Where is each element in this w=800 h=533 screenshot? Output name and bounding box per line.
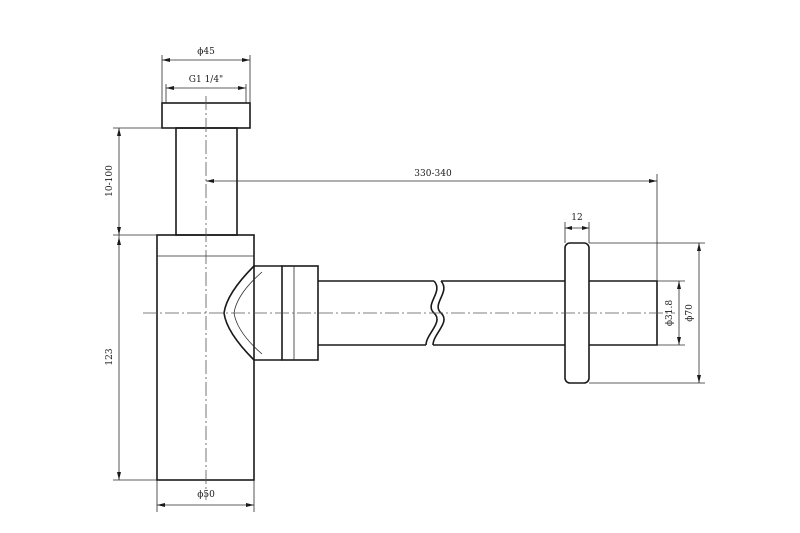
dimension-lines xyxy=(113,55,705,512)
dimension-labels: ϕ45 G1 1/4" ϕ50 330-340 12 10-100 123 ϕ3… xyxy=(105,47,695,500)
elbow-connector xyxy=(223,265,282,361)
bottle-body xyxy=(156,234,255,481)
center-lines xyxy=(143,96,675,500)
dim-flange-diameter: ϕ70 xyxy=(685,304,695,322)
dim-pipe-diameter: ϕ31.8 xyxy=(665,300,675,326)
outlet-pipe-right xyxy=(433,280,565,346)
dim-top-diameter: ϕ45 xyxy=(197,47,215,57)
vertical-tube xyxy=(175,127,238,236)
outlet-pipe-left xyxy=(318,280,434,346)
trap-outline xyxy=(156,102,658,481)
dim-flange-thickness: 12 xyxy=(571,213,582,223)
dim-thread: G1 1/4" xyxy=(189,75,223,85)
dim-height-adjust: 10-100 xyxy=(105,165,115,197)
dim-body-height: 123 xyxy=(105,348,115,365)
dim-bottom-diameter: ϕ50 xyxy=(197,490,215,500)
dim-pipe-length: 330-340 xyxy=(414,169,452,179)
